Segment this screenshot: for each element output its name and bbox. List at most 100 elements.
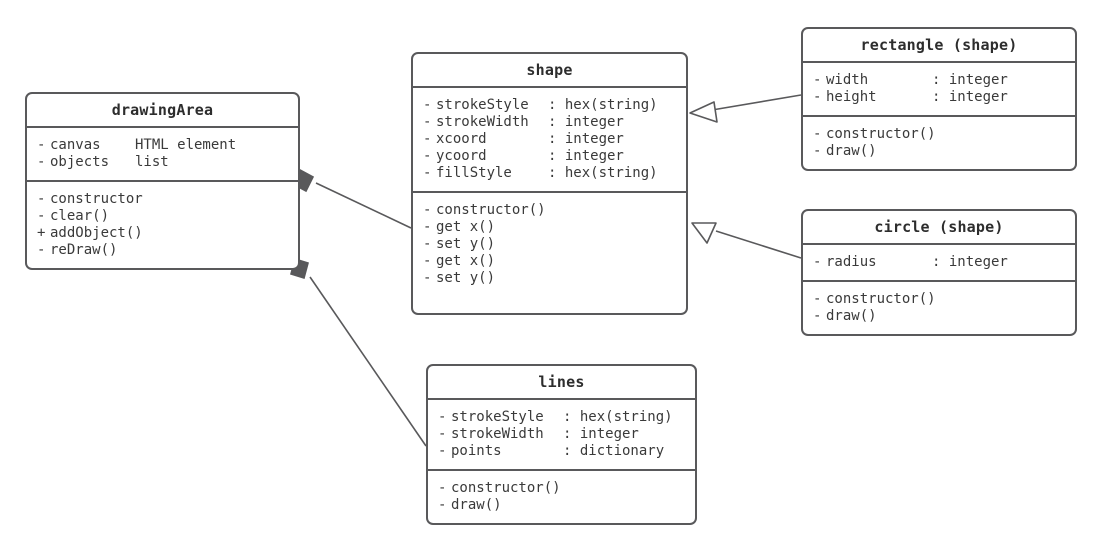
method-row: -constructor() [413,202,686,219]
composition-line-drawingarea-shape [315,182,412,229]
visibility-marker: - [423,202,432,218]
attribute-type: integer [948,89,1008,105]
separator: : [932,89,949,105]
method-name: constructor() [451,480,561,496]
separator: : [548,114,565,130]
method-row: -constructor() [803,291,1075,308]
visibility-marker: - [813,72,822,88]
attribute-row: -xcoord: integer [413,131,686,148]
hollow-triangle-rectangle [689,101,718,123]
visibility-marker: - [37,242,46,258]
attribute-type: hex(string) [564,97,658,113]
class-title-circle: circle (shape) [803,211,1075,245]
visibility-marker: - [37,208,46,224]
attribute-row: -ycoord: integer [413,148,686,165]
method-row: -set y() [413,236,686,253]
hollow-triangle-circle [691,222,717,244]
visibility-marker: - [438,443,447,459]
attribute-name: fillStyle [436,165,512,181]
attribute-row: -width: integer [803,72,1075,89]
method-name: set y() [436,236,496,252]
visibility-marker: - [37,191,46,207]
visibility-marker: - [438,409,447,425]
attribute-type: integer [579,426,639,442]
class-box-circle[interactable]: circle (shape) -radius: integer -constru… [801,209,1077,336]
class-title-drawingarea: drawingArea [27,94,298,128]
visibility-marker: - [423,253,432,269]
method-row: -constructor() [803,126,1075,143]
visibility-marker: - [813,89,822,105]
attribute-row: -strokeStyle: hex(string) [428,409,695,426]
class-box-lines[interactable]: lines -strokeStyle: hex(string) -strokeW… [426,364,697,525]
visibility-marker: - [423,97,432,113]
visibility-marker: - [438,426,447,442]
composition-line-drawingarea-lines [309,276,427,447]
attribute-type: integer [564,114,624,130]
methods-section-lines: -constructor() -draw() [428,471,695,523]
generalization-line-circle-shape [715,230,802,259]
visibility-marker: - [813,126,822,142]
attribute-type: HTML element [135,137,237,153]
attribute-name: strokeWidth [451,426,544,442]
attribute-type: dictionary [579,443,665,459]
attribute-row: -strokeWidth: integer [413,114,686,131]
attribute-name: xcoord [436,131,487,147]
attribute-name: strokeStyle [451,409,544,425]
attribute-name: points [451,443,502,459]
visibility-marker: - [813,291,822,307]
methods-section-circle: -constructor() -draw() [803,282,1075,334]
visibility-marker: - [813,143,822,159]
visibility-marker: - [37,154,46,170]
method-name: addObject() [50,225,143,241]
method-name: clear() [50,208,110,224]
class-box-rectangle[interactable]: rectangle (shape) -width: integer -heigh… [801,27,1077,171]
attributes-section-circle: -radius: integer [803,245,1075,282]
method-name: constructor() [826,126,936,142]
attribute-type: integer [564,131,624,147]
separator: : [563,426,580,442]
visibility-marker: - [423,165,432,181]
attribute-row: -points: dictionary [428,443,695,460]
visibility-marker: - [423,114,432,130]
visibility-marker: - [423,270,432,286]
attributes-section-rectangle: -width: integer -height: integer [803,63,1075,117]
method-name: draw() [451,497,502,513]
method-name: get x() [436,253,496,269]
method-row: -draw() [803,308,1075,325]
attribute-name: strokeWidth [436,114,529,130]
method-name: get x() [436,219,496,235]
class-title-lines: lines [428,366,695,400]
method-row: -reDraw() [27,242,298,259]
method-name: constructor() [436,202,546,218]
attribute-row: -strokeStyle: hex(string) [413,97,686,114]
visibility-marker: - [423,236,432,252]
visibility-marker: + [37,225,46,241]
attribute-type: integer [948,254,1008,270]
method-row: -clear() [27,208,298,225]
method-row: -set y() [413,270,686,287]
separator: : [548,131,565,147]
attribute-name: width [826,72,869,88]
method-name: draw() [826,143,877,159]
visibility-marker: - [438,497,447,513]
separator: : [563,443,580,459]
methods-section-drawingarea: -constructor -clear() +addObject() -reDr… [27,182,298,268]
generalization-line-rectangle-shape [711,94,802,111]
attribute-type: integer [948,72,1008,88]
method-row: -constructor() [428,480,695,497]
separator: : [932,72,949,88]
attribute-type: hex(string) [579,409,673,425]
visibility-marker: - [423,219,432,235]
method-row: -constructor [27,191,298,208]
attribute-row: -fillStyle: hex(string) [413,165,686,182]
visibility-marker: - [423,131,432,147]
methods-section-shape: -constructor() -get x() -set y() -get x(… [413,193,686,313]
method-name: constructor() [826,291,936,307]
attribute-row: -strokeWidth: integer [428,426,695,443]
class-box-shape[interactable]: shape -strokeStyle: hex(string) -strokeW… [411,52,688,315]
visibility-marker: - [813,254,822,270]
